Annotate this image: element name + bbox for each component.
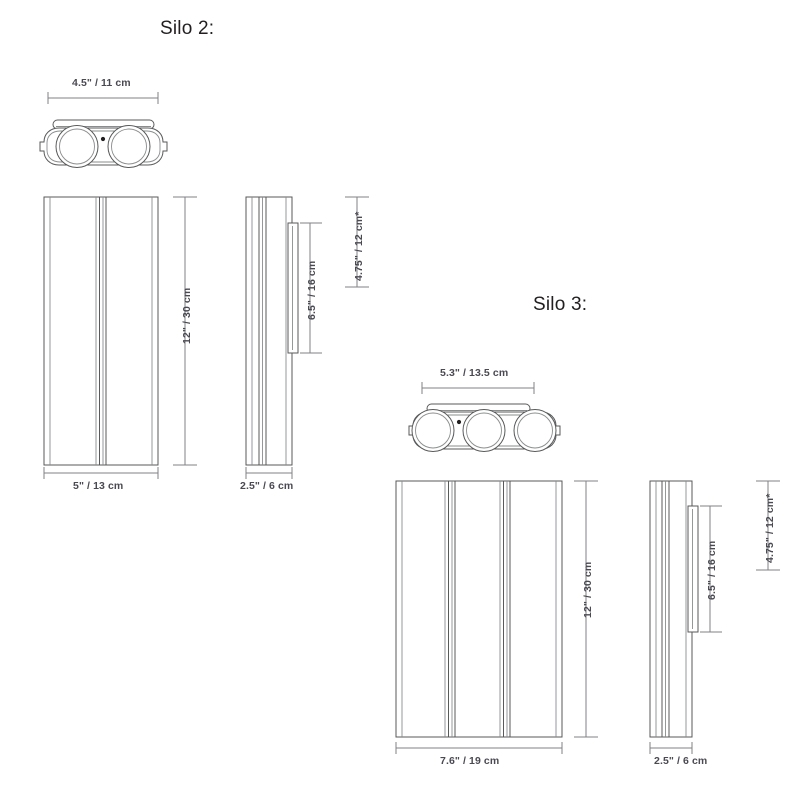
silo3-top-width-label: 5.3" / 13.5 cm — [440, 367, 509, 379]
silo3-front-line-group-1 — [444, 481, 456, 737]
silo2-top-width-dimension — [47, 92, 159, 104]
silo3-top-width-dimension — [421, 382, 535, 394]
silo2-offset-dimension — [345, 196, 369, 288]
silo3-title: Silo 3: — [533, 294, 588, 315]
silo3-offset-label: 4.75" / 12 cm* — [764, 493, 776, 563]
silo2-side-width-label: 2.5" / 6 cm — [240, 480, 294, 492]
silo2-bracket-label: 6.5" / 16 cm — [306, 260, 318, 320]
silo3-front-width-dimension — [395, 742, 563, 754]
silo2-side-view — [245, 196, 369, 479]
silo2-top-view — [39, 92, 168, 168]
silo3-group — [395, 382, 780, 754]
silo2-side-bracket — [287, 222, 299, 354]
silo2-mount-dot — [100, 136, 106, 142]
silo2-side-width-dimension — [245, 467, 293, 479]
silo3-front-height-label: 12" / 30 cm — [582, 561, 594, 618]
silo2-side-lines — [251, 197, 287, 465]
silo2-front-width-label: 5" / 13 cm — [73, 480, 124, 492]
silo2-globe-rings — [55, 125, 151, 168]
silo2-front-center-lines — [95, 197, 107, 465]
silo2-bracket-dimension — [300, 222, 322, 354]
silo3-mount-dot — [456, 419, 462, 425]
silo2-title: Silo 2: — [160, 18, 215, 39]
silo3-side-lines — [655, 481, 687, 737]
silo3-front-height-dimension — [574, 480, 598, 738]
silo3-front-view — [395, 480, 598, 754]
silo3-offset-dimension — [756, 480, 780, 571]
silo3-bracket-label: 6.5" / 16 cm — [706, 540, 718, 600]
silo3-globe-rings — [411, 409, 557, 452]
silo3-top-view — [408, 382, 561, 452]
silo2-top-width-label: 4.5" / 11 cm — [72, 77, 131, 89]
silo3-front-line-group-2 — [499, 481, 511, 737]
silo3-side-bracket — [687, 505, 699, 633]
silo3-side-width-label: 2.5" / 6 cm — [654, 755, 708, 767]
silo2-front-height-dimension — [173, 196, 197, 466]
silo2-front-view — [43, 196, 197, 479]
silo2-group — [39, 92, 369, 479]
silo2-offset-label: 4.75" / 12 cm* — [353, 211, 365, 281]
silo3-bracket-dimension — [700, 505, 722, 633]
silo3-side-width-dimension — [649, 742, 693, 754]
silo2-front-width-dimension — [43, 467, 159, 479]
silo3-side-view — [649, 480, 780, 754]
silo2-front-height-label: 12" / 30 cm — [181, 287, 193, 344]
silo3-front-width-label: 7.6" / 19 cm — [440, 755, 500, 767]
